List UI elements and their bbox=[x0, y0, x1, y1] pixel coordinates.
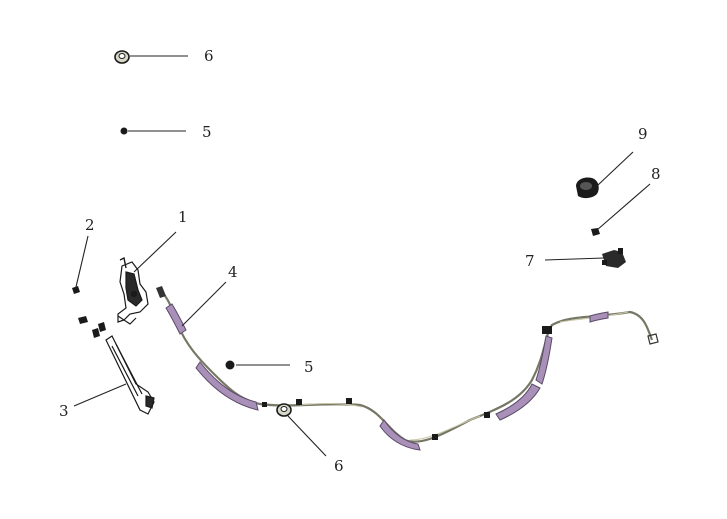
leader-lines bbox=[73, 55, 651, 457]
nut-bottom bbox=[276, 403, 292, 417]
grommet-middle bbox=[225, 360, 235, 370]
lever-frame bbox=[117, 261, 149, 323]
cable-clip bbox=[296, 399, 302, 405]
sleeve-1 bbox=[165, 303, 187, 335]
sleeve-2 bbox=[195, 361, 259, 411]
callout-6-bottom: 6 bbox=[334, 457, 344, 475]
cable-end-right bbox=[647, 333, 659, 345]
cable-clip bbox=[432, 434, 438, 440]
bolt bbox=[72, 286, 80, 294]
lever-arm bbox=[119, 256, 127, 269]
bolt bbox=[78, 316, 88, 324]
bolts bbox=[72, 286, 106, 338]
callout-3: 3 bbox=[59, 402, 69, 420]
callout-1: 1 bbox=[178, 208, 188, 226]
lever-foot bbox=[117, 315, 137, 325]
sleeve-3 bbox=[379, 419, 421, 451]
sleeve-5 bbox=[535, 335, 553, 385]
bolt bbox=[98, 322, 106, 332]
lever-pivot bbox=[130, 290, 138, 298]
plate-tab bbox=[145, 395, 155, 409]
callout-7: 7 bbox=[525, 252, 535, 270]
clip-housing-rim bbox=[580, 182, 592, 190]
cable-clip bbox=[262, 402, 267, 407]
leader-line-6-bottom bbox=[287, 415, 327, 457]
bolt bbox=[92, 328, 100, 338]
bracket-right bbox=[602, 248, 626, 268]
cable-wire-highlight bbox=[299, 311, 629, 441]
sleeve-6 bbox=[589, 311, 609, 323]
callout-4: 4 bbox=[228, 263, 238, 281]
leader-line-7 bbox=[544, 257, 605, 261]
lever-assembly bbox=[117, 256, 149, 325]
clip-housing bbox=[576, 177, 599, 199]
cable-clips bbox=[262, 326, 552, 440]
callout-8: 8 bbox=[651, 165, 661, 183]
cable-clip bbox=[542, 326, 552, 334]
nut-top bbox=[114, 50, 130, 64]
bracket-tab bbox=[602, 260, 607, 265]
leader-line-1 bbox=[133, 231, 177, 273]
leader-line-9 bbox=[597, 151, 634, 186]
leader-line-3 bbox=[73, 383, 127, 407]
nut-hole bbox=[280, 406, 288, 412]
grommet-top bbox=[120, 127, 128, 135]
mounting-plate bbox=[105, 335, 155, 415]
callout-5-top: 5 bbox=[202, 123, 212, 141]
plate-channel bbox=[111, 343, 143, 397]
callout-9: 9 bbox=[638, 125, 648, 143]
callout-5-middle: 5 bbox=[304, 358, 314, 376]
lever-inner bbox=[125, 271, 143, 307]
cable-clip bbox=[484, 412, 490, 418]
callout-6-top: 6 bbox=[204, 47, 214, 65]
leader-line-4 bbox=[181, 281, 227, 327]
leader-line-8 bbox=[596, 183, 651, 231]
cable-sleeves bbox=[165, 303, 609, 451]
bracket-tab bbox=[618, 248, 623, 254]
cable-end-left bbox=[156, 286, 166, 298]
sleeve-4 bbox=[495, 383, 541, 421]
cable-assembly bbox=[156, 286, 659, 451]
callout-numbers: 6 5 9 8 1 2 7 4 5 3 6 bbox=[59, 47, 661, 475]
nut-hole bbox=[118, 53, 126, 59]
leader-line-2 bbox=[75, 235, 89, 288]
cable-clip bbox=[346, 398, 352, 404]
callout-2: 2 bbox=[85, 216, 95, 234]
bracket-body bbox=[602, 250, 626, 268]
